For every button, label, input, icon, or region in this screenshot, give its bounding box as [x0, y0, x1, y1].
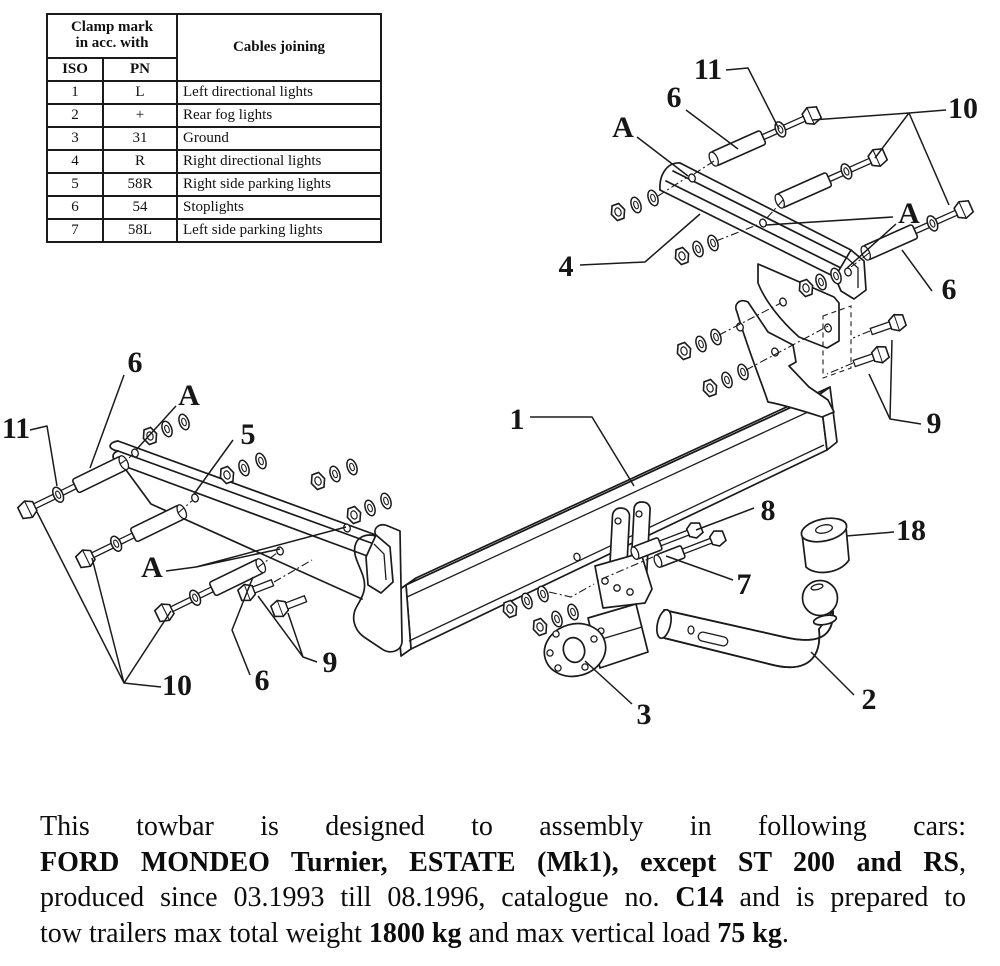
callout-ball-cover: 18 [896, 514, 926, 547]
description-line-4: tow trailers max total weight 1800 kg an… [40, 916, 966, 952]
table-header-clamp-mark: Clamp mark in acc. with [46, 13, 178, 59]
clamp-header-line2: in acc. with [75, 35, 149, 51]
callout-spacer-bottom: 6 [255, 664, 270, 697]
cell-iso: 6 [46, 195, 104, 220]
towbar-assembly-diagram: 1 2 3 4 5 6 6 6 6 7 8 9 9 10 10 11 11 18… [2, 53, 978, 731]
cell-iso: 7 [46, 218, 104, 243]
line3-post: and is prepared to [739, 882, 967, 913]
line4-pre: tow trailers max total weight [40, 917, 362, 949]
callout-bolts-9-left: 9 [323, 646, 338, 679]
cell-iso: 1 [46, 80, 104, 105]
callout-spacer-left: 6 [128, 346, 143, 379]
part-mid-plate-upper [757, 263, 840, 349]
cell-pn: R [102, 149, 178, 174]
table-row: 5 58R Right side parking lights [46, 172, 382, 197]
line2-tail: , [959, 846, 966, 878]
cell-iso: 4 [46, 149, 104, 174]
table-row: 3 31 Ground [46, 126, 382, 151]
cell-cable: Stoplights [176, 195, 382, 220]
description-line-2: FORD MONDEO Turnier, ESTATE (Mk1), excep… [40, 845, 966, 881]
callout-ball-arm: 2 [862, 683, 877, 716]
part-socket-plate [543, 603, 649, 678]
cell-pn: 31 [102, 126, 178, 151]
clamp-header-line1: Clamp mark [70, 19, 154, 36]
cell-iso: 3 [46, 126, 104, 151]
cell-pn: L [102, 80, 178, 105]
callout-labels: 1 2 3 4 5 6 6 6 6 7 8 9 9 10 10 11 11 18… [2, 53, 978, 731]
line4-end: . [781, 917, 789, 949]
cell-cable: Ground [176, 126, 382, 151]
callout-bolt-11-left: 11 [2, 412, 30, 445]
callout-bolt-7: 7 [737, 568, 752, 601]
cell-cable: Left directional lights [176, 80, 382, 105]
cell-iso: 5 [46, 172, 104, 197]
leader-lines [29, 67, 950, 705]
cell-iso: 2 [46, 103, 104, 128]
callout-beam: 1 [510, 403, 525, 436]
callout-hole-a-left-upper: A [178, 379, 200, 412]
line4-mid: and max vertical load [468, 917, 711, 949]
cell-pn: 54 [102, 195, 178, 220]
description-line-1: This towbar is designed to assembly in f… [40, 809, 966, 845]
description-line-3: produced since 03.1993 till 08.1996, cat… [40, 880, 966, 916]
clamp-mark-table: Clamp mark in acc. with Cables joining I… [46, 13, 382, 243]
callout-spacer-top: 6 [667, 81, 682, 114]
cell-pn: 58R [102, 172, 178, 197]
line4-max-weight: 1800 kg [368, 917, 462, 949]
table-row: 4 R Right directional lights [46, 149, 382, 174]
table-header-pn: PN [102, 57, 178, 82]
table-row: 7 58L Left side parking lights [46, 218, 382, 243]
cell-cable: Right directional lights [176, 149, 382, 174]
table-header-cables: Cables joining [176, 13, 382, 82]
part-upper-bracket [659, 162, 867, 300]
table-row: 1 L Left directional lights [46, 80, 382, 105]
line3-pre: produced since 03.1993 till 08.1996, cat… [40, 882, 660, 913]
cell-cable: Rear fog lights [176, 103, 382, 128]
callout-upper-bracket: 4 [559, 250, 574, 283]
callout-spacer-right: 6 [942, 273, 957, 306]
line3-catalogue-no: C14 [675, 882, 724, 913]
callout-bolts-9-right: 9 [927, 407, 942, 440]
table-row: 2 + Rear fog lights [46, 103, 382, 128]
callout-socket-plate: 3 [637, 698, 652, 731]
cell-pn: 58L [102, 218, 178, 243]
part-mid-plate-lower [735, 299, 835, 418]
cell-pn: + [102, 103, 178, 128]
callout-hole-a-left-lower: A [141, 551, 163, 584]
callout-bolt-8: 8 [761, 494, 776, 527]
line2-bold-text: FORD MONDEO Turnier, ESTATE (Mk1), excep… [40, 846, 959, 878]
callout-bolts-10-left: 10 [162, 669, 192, 702]
table-header-iso: ISO [46, 57, 104, 82]
cell-cable: Right side parking lights [176, 172, 382, 197]
part-ball-cover [800, 517, 850, 574]
table-row: 6 54 Stoplights [46, 195, 382, 220]
axis-lines [119, 160, 871, 598]
callout-side-bracket: 5 [241, 418, 256, 451]
description-paragraph: This towbar is designed to assembly in f… [40, 809, 966, 951]
line4-max-load: 75 kg [717, 917, 782, 949]
callout-hole-a-top: A [612, 111, 634, 144]
line1-text: This towbar is designed to assembly in f… [40, 811, 966, 842]
part-ball-arm [656, 579, 839, 669]
part-side-bracket [109, 440, 394, 600]
callout-bolts-10-top: 10 [948, 92, 978, 125]
callout-hole-a-right: A [898, 197, 920, 230]
callout-bolt-11-top: 11 [694, 53, 722, 86]
cell-cable: Left side parking lights [176, 218, 382, 243]
